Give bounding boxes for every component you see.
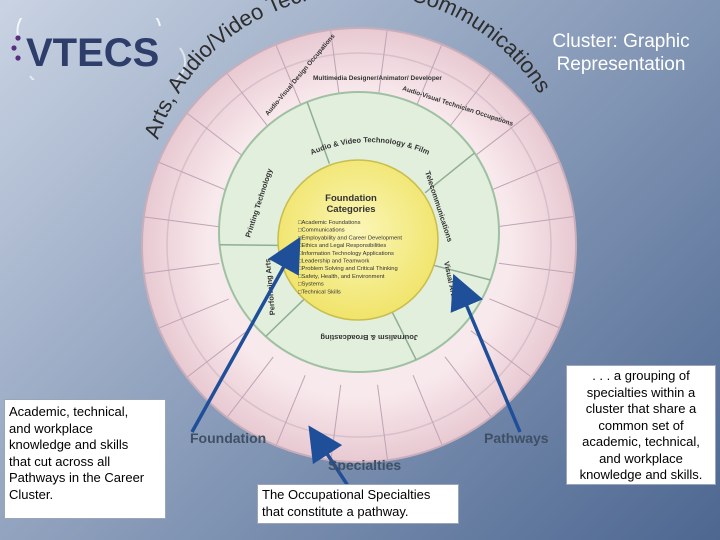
foundation-category: □Systems bbox=[298, 282, 324, 288]
foundation-category: □Communications bbox=[298, 228, 345, 234]
specialty-divider bbox=[377, 384, 388, 460]
callout-line: and workplace bbox=[9, 420, 93, 436]
vtecs-logo: VTECS bbox=[11, 18, 187, 80]
callout-line: academic, technical, bbox=[582, 434, 700, 449]
foundation-category: □Academic Foundations bbox=[298, 220, 361, 226]
foundation-category: □Problem Solving and Critical Thinking bbox=[298, 266, 398, 272]
specialty-divider bbox=[498, 262, 574, 274]
pathway-divider bbox=[391, 310, 417, 361]
callout-line: cluster that share a bbox=[585, 401, 697, 416]
callout-line: knowledge and skills. bbox=[579, 467, 703, 482]
specialty-divider bbox=[159, 162, 229, 192]
callout-line: that constitute a pathway. bbox=[262, 503, 409, 519]
foundation-category: □Information Technology Applications bbox=[298, 251, 394, 257]
pathway-divider bbox=[306, 101, 331, 164]
pathway-divider bbox=[265, 297, 307, 337]
callout-line: specialties within a bbox=[586, 384, 696, 400]
foundation-category: □Leadership and Teamwork bbox=[298, 259, 369, 265]
specialty-divider bbox=[498, 216, 574, 227]
foundation-arrow bbox=[190, 236, 301, 433]
label-specialties: Specialties bbox=[328, 457, 401, 473]
title-line-2: Representation bbox=[556, 54, 686, 75]
specialty-divider bbox=[444, 73, 491, 134]
specialty-divider bbox=[159, 298, 229, 329]
callout-line: Pathways in the Career bbox=[9, 470, 145, 485]
slide-title: Cluster: Graphic Representation bbox=[530, 30, 712, 76]
logo-text: VTECS bbox=[26, 31, 159, 75]
specialty-divider bbox=[412, 375, 443, 445]
callout-line: Academic, technical, bbox=[9, 404, 129, 419]
label-foundation: Foundation bbox=[190, 430, 266, 446]
specialty-divider bbox=[276, 375, 306, 445]
specialty-divider bbox=[489, 161, 559, 192]
foundation-category: □Employability and Career Development bbox=[298, 235, 402, 241]
sector-multimedia: Multimedia Designer/Animator/ Developer bbox=[313, 75, 442, 82]
specialty-divider bbox=[187, 113, 248, 160]
specialties-arrow bbox=[308, 425, 354, 493]
callout-line: Cluster. bbox=[9, 486, 54, 502]
specialty-divider bbox=[489, 298, 559, 328]
callout-line: that cut across all bbox=[9, 453, 111, 469]
specialty-divider bbox=[470, 112, 531, 160]
foundation-category: □Technical Skills bbox=[298, 289, 341, 295]
callout-line: knowledge and skills bbox=[9, 437, 129, 452]
specialty-divider bbox=[444, 356, 492, 417]
callout-line: The Occupational Specialties bbox=[262, 487, 431, 502]
specialty-divider bbox=[275, 45, 306, 115]
callout-line: and workplace bbox=[599, 450, 683, 466]
callout-line: common set of bbox=[598, 417, 684, 433]
title-line-1: Cluster: Graphic bbox=[552, 31, 690, 52]
center-title-2: Categories bbox=[326, 204, 375, 215]
pathway-journalism: Journalism & Broadcasting bbox=[320, 333, 418, 342]
specialty-divider bbox=[227, 356, 274, 417]
callout-line: . . . a grouping of bbox=[592, 368, 690, 383]
specialty-divider bbox=[187, 330, 248, 378]
specialty-divider bbox=[226, 73, 274, 134]
specialty-divider bbox=[412, 45, 442, 115]
label-pathways: Pathways bbox=[484, 430, 549, 446]
specialty-divider bbox=[144, 263, 220, 274]
foundation-category: □Ethics and Legal Responsibilities bbox=[298, 243, 386, 249]
specialty-divider bbox=[144, 216, 220, 228]
foundation-category: □Safety, Health, and Environment bbox=[298, 274, 385, 280]
pathway-divider bbox=[219, 244, 280, 247]
pathway-divider bbox=[424, 152, 476, 194]
pathways-arrow bbox=[450, 273, 522, 433]
center-title-1: Foundation bbox=[325, 193, 377, 204]
